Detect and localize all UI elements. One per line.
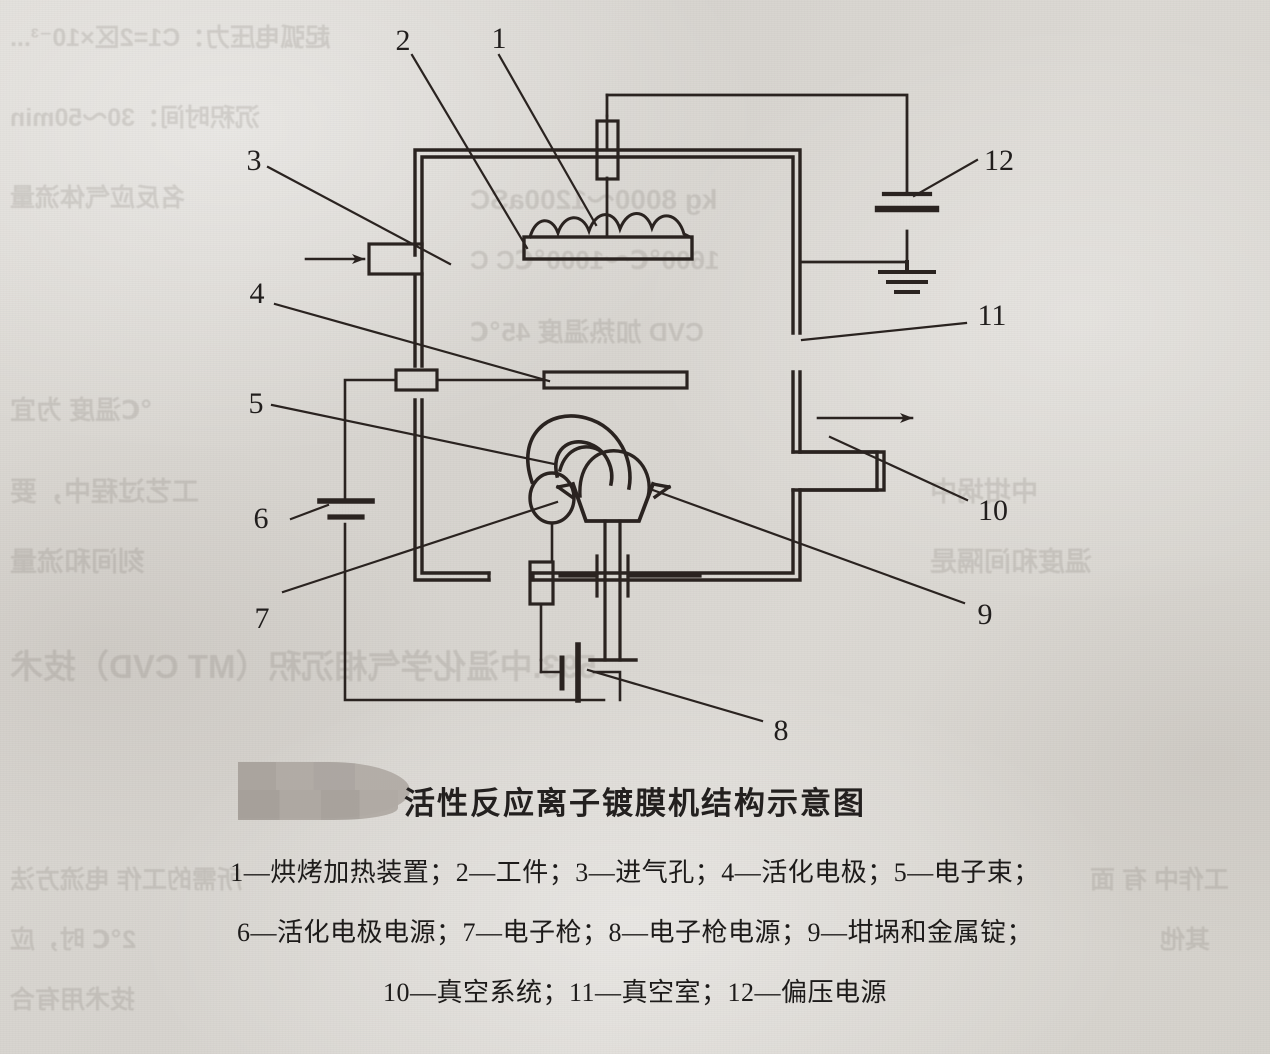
gas-inlet-port [367,242,424,276]
callout-number-labels: 2 1 3 4 5 6 7 8 9 10 11 12 [247,22,1015,747]
leader-11 [800,321,968,342]
workpiece-holder-plate [522,235,694,261]
bias-ground-symbol [878,260,936,294]
callout-label-6: 6 [254,502,269,535]
redaction-patch-2 [238,790,398,820]
workpiece-bumps [528,212,693,240]
callout-label-9: 9 [978,598,993,631]
chamber-floor-feedthrough [487,571,535,582]
leader-9 [648,487,966,605]
callout-label-12: 12 [984,144,1014,177]
callout-label-5: 5 [249,387,264,420]
figure-legend-line-3: 10—真空系统；11—真空室；12—偏压电源 [382,978,888,1007]
electron-gun-housing-inner [554,440,614,487]
callout-label-7: 7 [255,602,270,635]
electron-gun-cathode [528,471,576,525]
callout-label-8: 8 [774,714,789,747]
gun-supply-circuit [539,658,622,702]
leader-5 [270,403,556,466]
electron-gun-insulator [528,560,555,606]
leader-2 [410,53,529,250]
metal-ingot-mound [578,449,651,500]
crucible-rim [555,481,671,490]
callout-label-3: 3 [247,144,262,177]
ion-plating-machine-diagram: 2 1 3 4 5 6 7 8 9 10 11 12 [247,22,1015,747]
callout-label-1: 1 [492,22,507,55]
leader-7 [281,500,559,594]
figure-title: 活性反应离子镀膜机结构示意图 [404,786,866,821]
leader-12 [912,158,979,198]
callout-label-11: 11 [978,299,1007,332]
activation-power-supply-battery [317,498,375,520]
callout-label-2: 2 [396,24,411,57]
callout-label-10: 10 [978,494,1008,527]
crucible-rim-fold [555,484,672,500]
leader-6 [289,503,330,521]
vacuum-system-port [791,450,886,492]
leader-8 [586,668,764,723]
activation-electrode-insulator [394,368,439,392]
activation-electrode-bar [542,370,689,390]
crucible-stem [603,519,622,662]
leader-1 [497,53,598,227]
leader-3 [266,165,452,266]
callout-label-4: 4 [250,277,265,310]
leader-10 [828,435,969,502]
figure-legend-line-1: 1—烘烤加热装置；2—工件；3—进气孔；4—活化电极；5—电子束； [230,858,1040,887]
leader-4 [273,302,551,383]
electron-gun-housing-outer [526,414,632,491]
figure-legend-line-2: 6—活化电极电源；7—电子枪；8—电子枪电源；9—坩埚和金属锭； [236,918,1033,947]
activation-supply-circuit [343,378,606,702]
top-insulator-feedthrough [595,119,620,181]
electron-beam-path [557,445,605,473]
gun-power-supply-battery [559,642,581,703]
crucible-cup [570,481,656,523]
callout-leader-lines [266,53,979,723]
